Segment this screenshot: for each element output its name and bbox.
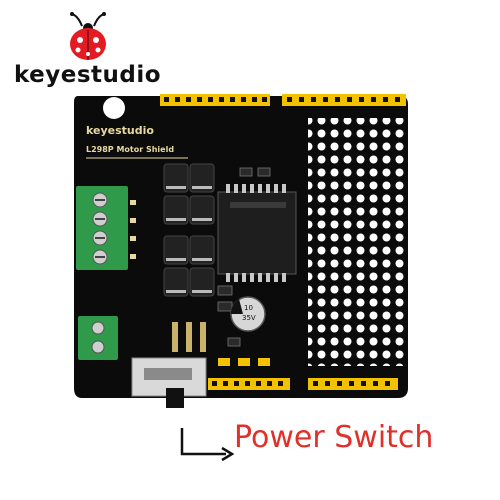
silkscreen-title: L298P Motor Shield	[86, 145, 174, 154]
switch-lever	[166, 388, 184, 408]
power-terminal	[78, 316, 118, 360]
arrow-right-icon	[180, 428, 234, 462]
silkscreen-brand: keyestudio	[86, 124, 154, 137]
power-switch-caption: Power Switch	[234, 420, 434, 455]
motor-terminal	[76, 186, 128, 270]
motor-shield-board: keyestudio L298P Motor Shield	[74, 94, 408, 408]
capacitor-voltage: 35V	[242, 314, 256, 322]
ladybug-logo-icon	[70, 12, 106, 60]
brand-name: keyestudio	[14, 62, 162, 88]
diode-array	[163, 163, 215, 297]
capacitor-value: 10	[244, 304, 253, 312]
mounting-hole	[103, 97, 125, 119]
prototype-area	[308, 118, 404, 366]
